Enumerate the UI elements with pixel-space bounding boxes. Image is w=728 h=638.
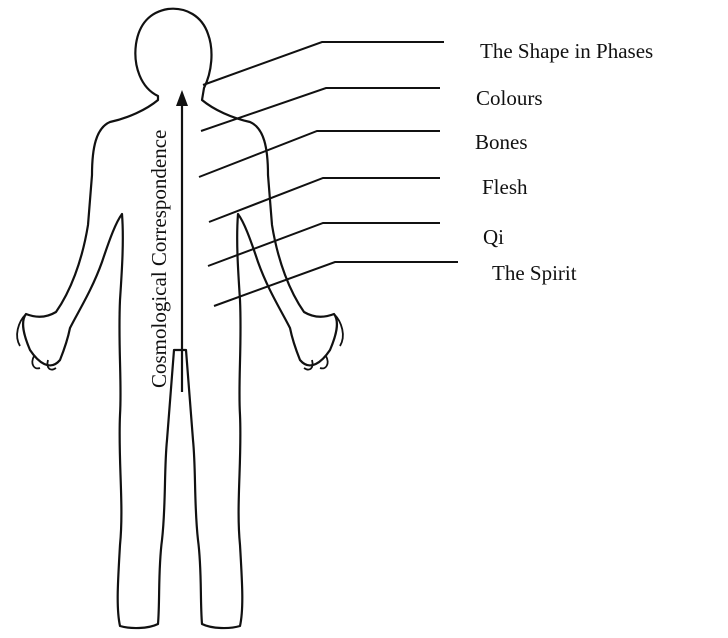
label-flesh: Flesh (482, 175, 528, 199)
label-bones: Bones (475, 130, 528, 154)
correspondence-arrow-head (176, 90, 188, 106)
leader-line-spirit (214, 262, 458, 306)
leader-line-bones (199, 131, 440, 177)
label-spirit: The Spirit (492, 261, 577, 285)
leader-line-flesh (209, 178, 440, 222)
label-qi: Qi (483, 225, 504, 249)
leader-line-qi (208, 223, 440, 266)
leader-line-colours (201, 88, 440, 131)
leader-line-shape (203, 42, 444, 85)
label-shape-in-phases: The Shape in Phases (480, 39, 653, 63)
axis-label-correspondence: Cosmological Correspondence (147, 130, 171, 388)
label-colours: Colours (476, 86, 543, 110)
